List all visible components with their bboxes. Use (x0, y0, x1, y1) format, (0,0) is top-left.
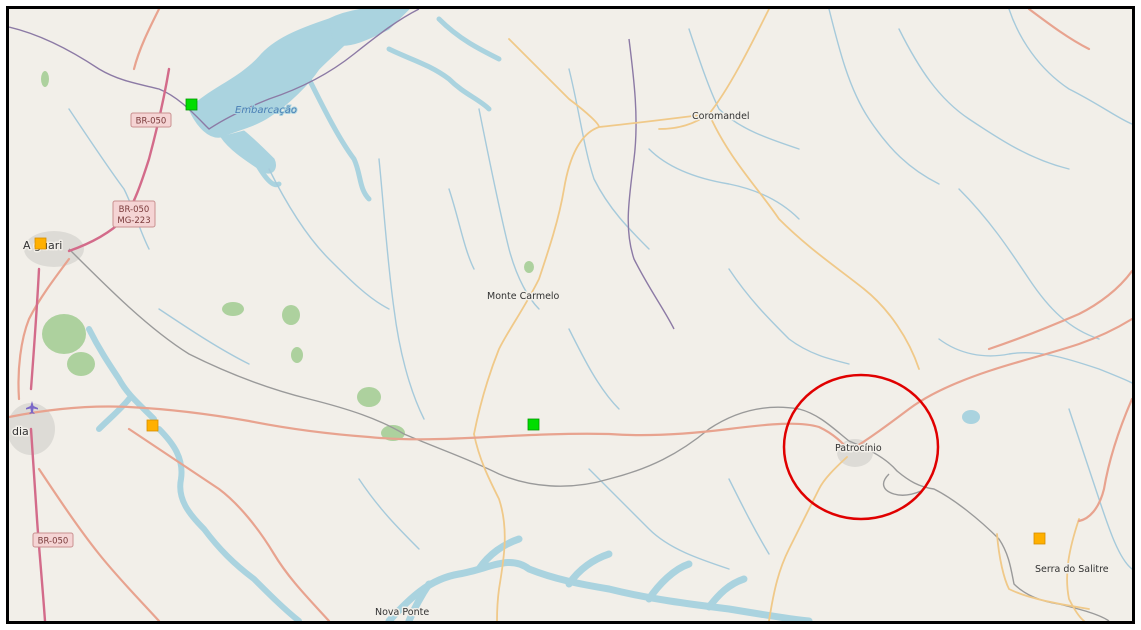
marker-orange-square[interactable] (1033, 532, 1046, 545)
place-label-monte-carmelo: Monte Carmelo (487, 291, 560, 302)
forest-patches (41, 71, 534, 441)
map-frame: BR-050 BR-050 MG-223 BR-050 Embarcação C… (6, 6, 1135, 624)
map-canvas[interactable]: BR-050 BR-050 MG-223 BR-050 Embarcação C… (9, 9, 1132, 621)
svg-text:BR-050: BR-050 (119, 205, 150, 215)
place-label-coromandel: Coromandel (692, 111, 750, 122)
svg-text:MG-223: MG-223 (117, 216, 150, 226)
highlight-circle (782, 373, 940, 521)
road-shield-br050-north: BR-050 (130, 112, 172, 128)
airport-icon (26, 401, 38, 414)
marker-green-square[interactable] (527, 418, 540, 431)
rivers (68, 9, 1132, 570)
place-label-nova-ponte: Nova Ponte (375, 607, 429, 618)
boundary-lines (9, 9, 675, 330)
water-label-embarcacao: Embarcação (235, 105, 297, 116)
place-label-serra-do-salitre: Serra do Salitre (1035, 564, 1109, 575)
primary-roads (9, 9, 1132, 621)
secondary-roads (473, 9, 1090, 621)
road-shield-br050-mg223: BR-050 MG-223 (112, 200, 156, 228)
svg-text:BR-050: BR-050 (136, 117, 167, 127)
marker-orange-square[interactable] (34, 237, 47, 250)
lake (962, 410, 980, 424)
svg-text:BR-050: BR-050 (38, 537, 69, 547)
reservoir-nova-ponte (385, 535, 813, 621)
place-label-uberlandia: dia (12, 425, 29, 438)
road-shield-br050-south: BR-050 (32, 532, 74, 548)
trunk-road-br050 (29, 67, 171, 621)
marker-orange-square[interactable] (146, 419, 159, 432)
marker-green-square[interactable] (185, 98, 198, 111)
reservoir-arms (246, 16, 502, 202)
place-label-patrocinio: Patrocínio (835, 443, 882, 454)
